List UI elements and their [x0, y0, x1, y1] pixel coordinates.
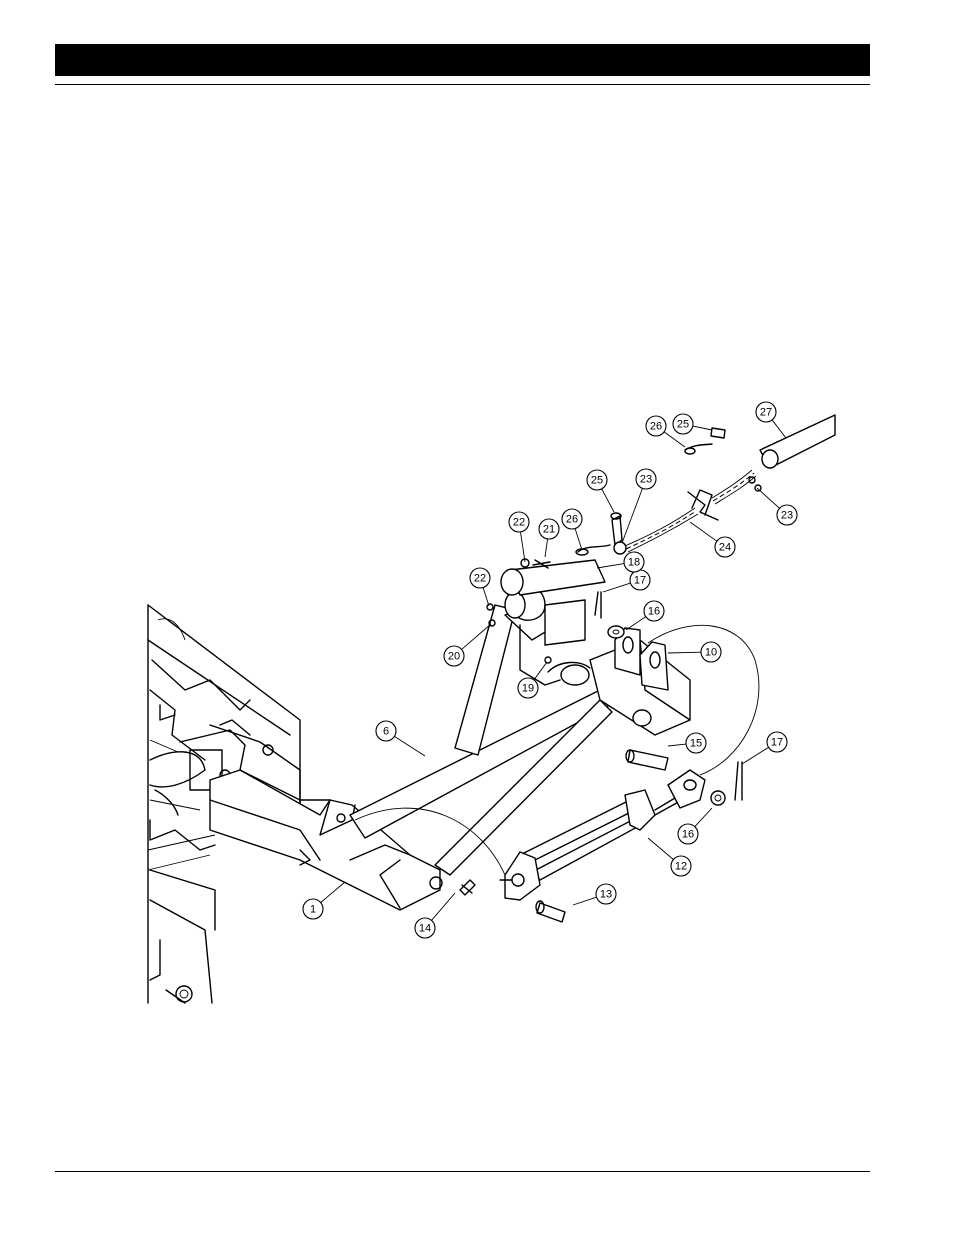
callout-number: 27	[760, 407, 772, 419]
leader-line	[668, 744, 686, 746]
leader-line	[695, 808, 712, 827]
callout-number: 25	[591, 475, 603, 487]
leader-line	[648, 838, 673, 860]
pin-part-13	[536, 901, 565, 922]
callout-number: 16	[648, 606, 660, 618]
callout-number: 13	[600, 889, 612, 901]
leader-line	[690, 522, 717, 541]
callout-number: 19	[522, 683, 534, 695]
callout-number: 6	[383, 726, 389, 738]
callout-27: 27	[756, 402, 786, 438]
callout-number: 24	[719, 542, 731, 554]
leader-line	[742, 747, 769, 764]
callout-number: 26	[650, 421, 662, 433]
leader-line	[483, 588, 489, 606]
callout-number: 23	[640, 474, 652, 486]
leader-line	[603, 583, 630, 592]
leader-line	[573, 897, 597, 905]
callout-21: 21	[539, 519, 559, 557]
callout-26: 26	[562, 509, 582, 550]
leader-line	[597, 564, 624, 568]
callout-13: 13	[573, 884, 616, 905]
leader-line	[693, 426, 712, 430]
callout-25: 25	[673, 414, 712, 434]
leader-line	[626, 617, 646, 630]
leader-line	[602, 489, 614, 512]
bar-part-27	[760, 415, 835, 468]
clip-part-14	[460, 880, 475, 895]
callout-number: 21	[543, 524, 555, 536]
callout-17: 17	[742, 732, 787, 764]
callout-19: 19	[518, 662, 547, 698]
top-link-part-18	[501, 560, 605, 595]
callout-15: 15	[668, 733, 706, 753]
callout-22: 22	[470, 568, 490, 606]
callout-number: 18	[628, 557, 640, 569]
callout-number: 20	[448, 651, 460, 663]
leader-line	[534, 662, 547, 680]
callout-10: 10	[668, 642, 721, 662]
callout-number: 22	[474, 573, 486, 585]
callout-22: 22	[509, 512, 529, 562]
callout-1: 1	[303, 882, 345, 919]
leader-line	[622, 488, 642, 543]
callout-number: 22	[513, 517, 525, 529]
callout-16: 16	[626, 601, 664, 630]
leader-line	[668, 652, 701, 653]
pin-part-15	[626, 750, 668, 770]
leader-line	[520, 532, 525, 562]
callout-18: 18	[597, 552, 644, 572]
callout-17: 17	[603, 570, 650, 592]
leader-line	[575, 529, 582, 550]
callout-number: 17	[771, 737, 783, 749]
callout-6: 6	[376, 721, 425, 756]
leader-line	[772, 420, 786, 438]
callout-number: 1	[310, 904, 316, 916]
callout-number: 26	[566, 514, 578, 526]
callout-23: 23	[622, 469, 656, 543]
callout-number: 16	[682, 829, 694, 841]
callout-number: 23	[781, 510, 793, 522]
chain-hardware	[576, 428, 761, 555]
leader-line	[432, 893, 455, 920]
leader-line	[394, 736, 425, 756]
callout-number: 14	[419, 923, 431, 935]
callout-number: 12	[675, 861, 687, 873]
callout-16: 16	[678, 808, 712, 844]
callout-number: 25	[677, 419, 689, 431]
callout-23: 23	[757, 488, 797, 525]
leader-line	[757, 488, 780, 508]
callout-number: 15	[690, 738, 702, 750]
leader-line	[321, 882, 345, 903]
callout-number: 17	[634, 575, 646, 587]
callout-25: 25	[587, 470, 614, 512]
leader-line	[545, 539, 548, 557]
footer-rule	[55, 1171, 870, 1172]
callout-24: 24	[690, 522, 735, 557]
callout-number: 10	[705, 647, 717, 659]
